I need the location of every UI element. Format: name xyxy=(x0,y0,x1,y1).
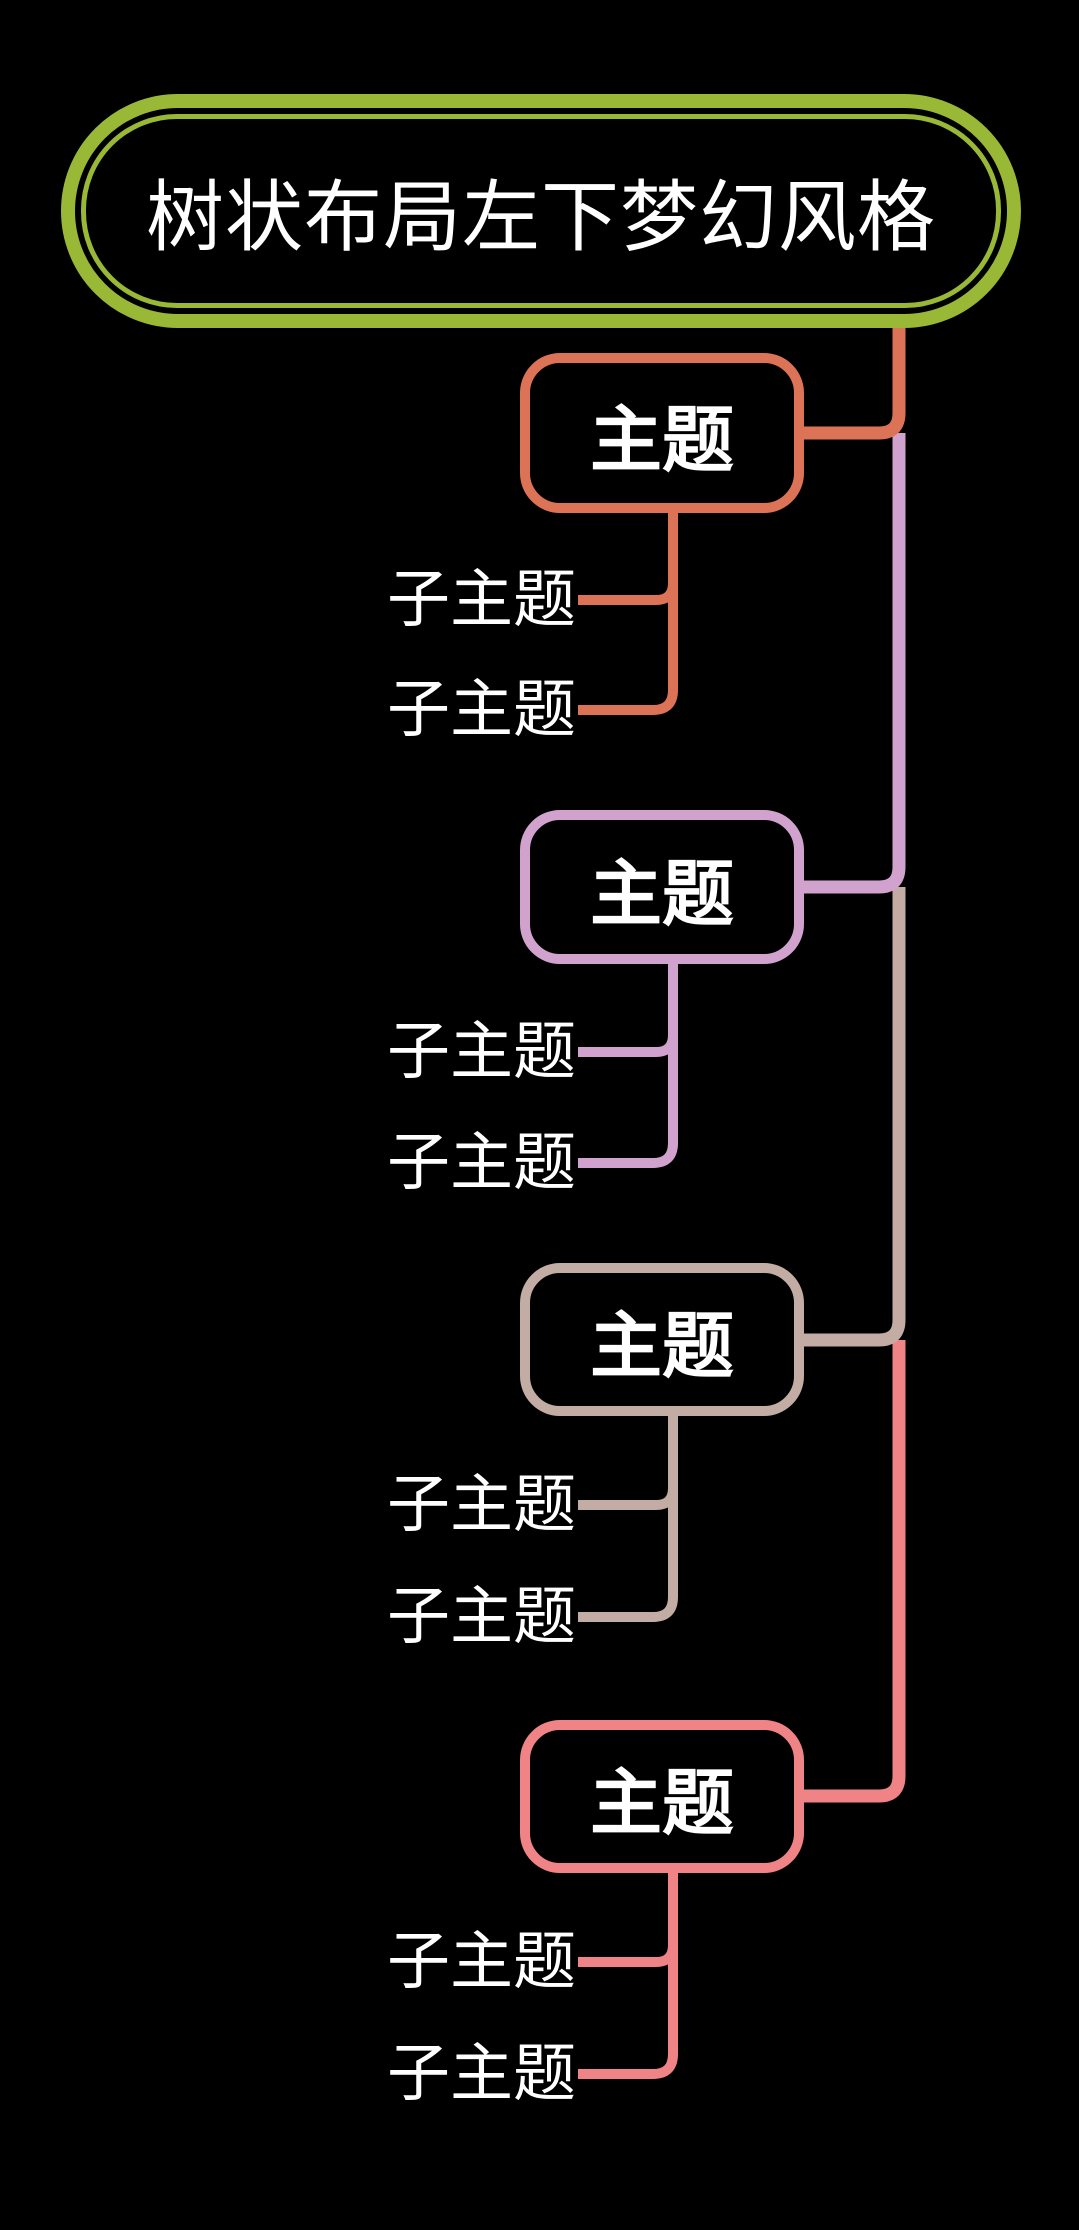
trunk-connector-branch-4 xyxy=(804,1340,906,1803)
topic-label-4: 主题 xyxy=(589,1760,734,1845)
subtopic-label-2-2[interactable]: 子主题 xyxy=(387,1126,576,1199)
subtopic-connector-branch-2 xyxy=(578,962,678,1168)
topic-node-3[interactable]: 主题 xyxy=(520,1263,804,1416)
subtopic-label-2-1[interactable]: 子主题 xyxy=(387,1015,576,1088)
subtopic-label-3-2[interactable]: 子主题 xyxy=(387,1580,576,1653)
subtopic-label-4-1[interactable]: 子主题 xyxy=(387,1925,576,1998)
subtopic-tee-branch-1 xyxy=(578,582,678,605)
topic-node-4[interactable]: 主题 xyxy=(520,1720,804,1873)
subtopic-label-1-1[interactable]: 子主题 xyxy=(387,563,576,636)
trunk-connector-branch-2 xyxy=(804,433,906,894)
topic-node-1[interactable]: 主题 xyxy=(520,353,804,513)
topic-label-3: 主题 xyxy=(589,1303,734,1388)
subtopic-label-1-2[interactable]: 子主题 xyxy=(387,673,576,746)
topic-node-2[interactable]: 主题 xyxy=(520,810,804,964)
subtopic-connector-branch-4 xyxy=(578,1871,678,2079)
root-topic-node[interactable]: 树状布局左下梦幻风格 xyxy=(61,94,1021,328)
topic-label-2: 主题 xyxy=(589,850,734,936)
subtopic-connector-branch-1 xyxy=(578,511,678,715)
subtopic-label-3-1[interactable]: 子主题 xyxy=(387,1468,576,1541)
subtopic-tee-branch-3 xyxy=(578,1487,678,1510)
subtopic-connector-branch-3 xyxy=(578,1414,678,1622)
subtopic-tee-branch-4 xyxy=(578,1944,678,1967)
trunk-connector-branch-3 xyxy=(804,887,906,1347)
topic-label-1: 主题 xyxy=(589,396,734,482)
trunk-connector-branch-1 xyxy=(804,328,906,440)
subtopic-tee-branch-2 xyxy=(578,1034,678,1057)
root-topic-label: 树状布局左下梦幻风格 xyxy=(145,173,936,263)
subtopic-label-4-2[interactable]: 子主题 xyxy=(387,2037,576,2110)
